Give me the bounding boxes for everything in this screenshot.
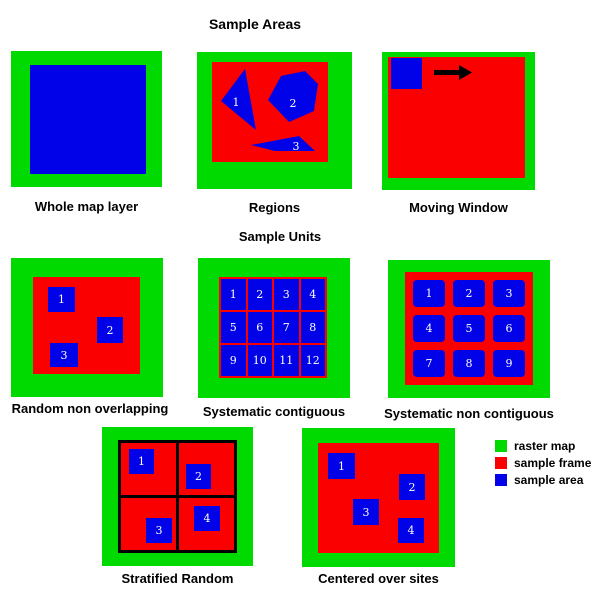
grid-cell: 6 [493,315,525,342]
random-unit-3: 3 [50,343,78,367]
region-polygon-3 [251,136,315,151]
grid-cell: 12 [300,345,325,376]
panel-random-non-overlapping: 1 2 3 [11,258,163,397]
grid-cell: 1 [221,279,246,310]
legend-item-sample-area: sample area [495,473,591,487]
region-number-1: 1 [233,96,240,109]
sample-area-swatch-icon [495,474,507,486]
grid-cell: 5 [221,312,246,343]
grid-cell: 5 [453,315,485,342]
label-systematic-non-contiguous: Systematic non contiguous [384,406,554,421]
centered-unit-4: 4 [398,518,424,543]
panel-systematic-non-contiguous: 1 2 3 4 5 6 7 8 9 [388,260,550,398]
panel-moving-window [382,52,535,190]
regions-sample-frame: 1 2 3 [212,62,328,162]
random-unit-2: 2 [97,317,123,343]
regions-polygons: 1 2 3 [221,69,318,153]
label-systematic-contiguous: Systematic contiguous [202,404,346,419]
centered-unit-2: 2 [399,474,425,500]
panel-centered-over-sites: 1 2 3 4 [302,428,455,567]
random-unit-1: 1 [48,287,75,312]
grid-cell: 7 [274,312,299,343]
systematic-contiguous-grid: 1 2 3 4 5 6 7 8 9 10 11 12 [219,277,327,378]
stratified-unit-1: 1 [129,449,154,474]
legend-item-sample-frame: sample frame [495,456,592,470]
grid-cell: 7 [413,350,445,377]
legend-item-raster-map: raster map [495,439,591,453]
label-whole-map-layer: Whole map layer [34,199,139,214]
panel-stratified-random: 1 2 3 4 [102,427,253,566]
legend-label: raster map [514,439,576,453]
random-sample-frame: 1 2 3 [33,277,140,374]
label-centered-over-sites: Centered over sites [318,571,439,586]
stratified-strata-box: 1 2 3 4 [118,440,237,553]
legend-label: sample area [514,473,584,487]
systematic-non-contiguous-grid: 1 2 3 4 5 6 7 8 9 [405,272,533,385]
region-polygon-2 [268,71,318,122]
grid-cell: 9 [221,345,246,376]
grid-cell: 2 [453,280,485,307]
grid-cell: 11 [274,345,299,376]
grid-cell: 9 [493,350,525,377]
title-sample-units: Sample Units [238,229,322,244]
region-polygon-1 [221,69,256,130]
label-stratified-random: Stratified Random [121,571,234,586]
label-regions: Regions [248,200,301,215]
legend-label: sample frame [514,456,592,470]
grid-cell: 8 [300,312,325,343]
panel-whole-map-layer [11,51,162,187]
whole-map-sample-area [30,65,146,174]
stratified-unit-3: 3 [146,518,172,543]
sample-frame-swatch-icon [495,457,507,469]
moving-window-sample-frame [388,57,525,178]
centered-sample-frame: 1 2 3 4 [318,443,439,553]
grid-cell: 1 [413,280,445,307]
grid-cell: 10 [247,345,272,376]
grid-cell: 4 [300,279,325,310]
panel-systematic-contiguous: 1 2 3 4 5 6 7 8 9 10 11 12 [198,258,350,398]
panel-regions: 1 2 3 [197,52,352,189]
grid-cell: 4 [413,315,445,342]
centered-unit-3: 3 [353,499,379,525]
grid-cell: 6 [247,312,272,343]
region-number-2: 2 [290,97,297,110]
label-moving-window: Moving Window [409,200,508,215]
stratified-unit-2: 2 [186,464,211,489]
region-number-3: 3 [293,140,300,153]
grid-cell: 3 [274,279,299,310]
stratified-unit-4: 4 [194,506,220,531]
title-sample-areas: Sample Areas [208,16,302,32]
grid-cell: 8 [453,350,485,377]
grid-cell: 2 [247,279,272,310]
raster-map-swatch-icon [495,440,507,452]
grid-cell: 3 [493,280,525,307]
right-arrow-icon [434,65,472,80]
moving-window-sample-area [391,58,422,89]
legend: raster map sample frame sample area [495,439,592,491]
label-random-non-overlapping: Random non overlapping [11,401,169,416]
centered-unit-1: 1 [328,453,355,479]
